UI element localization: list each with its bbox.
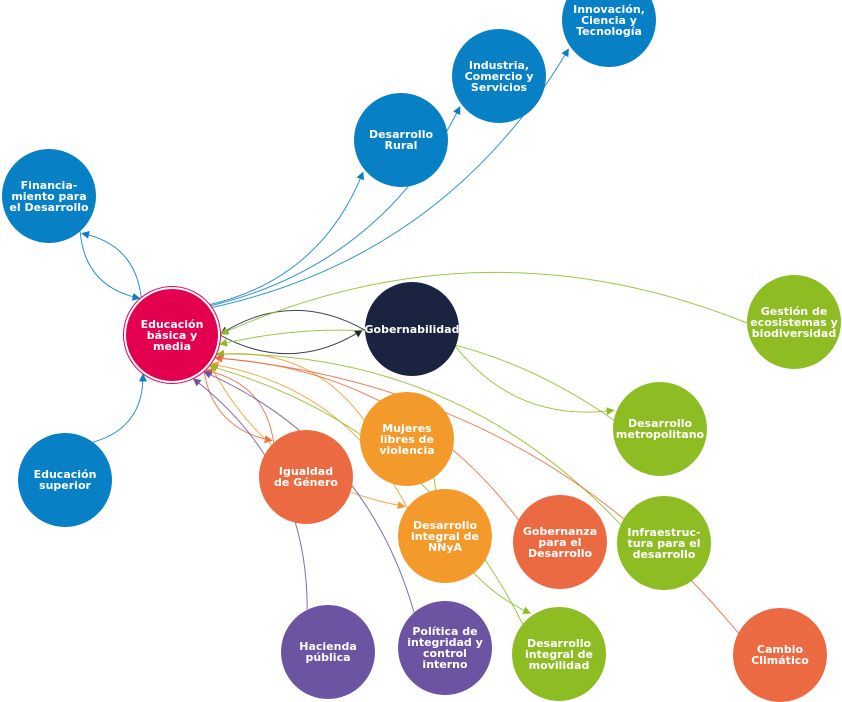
node-desarrollo-integral-de-movilidad[interactable]: Desarrollo integral de movilidad: [512, 607, 606, 701]
edge-educacion-to-rural: [206, 171, 365, 306]
node-label: Gobernabilidad: [364, 322, 460, 336]
edge-igualdad-to-educacion: [204, 368, 275, 443]
node-label: Desarrollo integral de movilidad: [525, 636, 593, 672]
edge-financiamiento-to-educacion: [79, 231, 141, 301]
node-desarrollo-metropolitano[interactable]: Desarrollo metropolitano: [613, 382, 707, 476]
node-desarrollo-rural[interactable]: Desarrollo Rural: [354, 93, 448, 187]
node-label: Política de integridad y control interno: [407, 625, 483, 671]
node-cambio-climatico[interactable]: Cambio Climático: [733, 608, 827, 702]
node-infraestructura-para-el-desarrollo[interactable]: Infraestruc- tura para el desarrollo: [617, 496, 711, 590]
edge-educacion-to-igualdad: [203, 368, 273, 444]
node-gobernanza-para-el-desarrollo[interactable]: Gobernanza para el Desarrollo: [513, 495, 607, 589]
node-educacion-superior[interactable]: Educación superior: [18, 433, 112, 527]
edge-movilidad-to-educacion: [208, 364, 524, 625]
node-label: Educación superior: [33, 468, 97, 492]
node-label: Industria, Comercio y Servicios: [464, 58, 534, 94]
node-label: Educación básica y media: [140, 317, 204, 353]
edge-educacion-to-gobernabilidad: [217, 329, 363, 355]
node-innovacion-ciencia-tecnologia[interactable]: Innovación, Ciencia y Tecnología: [562, 0, 656, 67]
node-label: Gobernanza para el Desarrollo: [522, 524, 598, 560]
edge-ecosistemas-to-educacion: [220, 271, 748, 335]
node-desarrollo-integral-nnya[interactable]: Desarrollo integral de NNyA: [398, 489, 492, 583]
edge-infraestructura-to-educacion: [216, 350, 622, 526]
node-label: Innovación, Ciencia y Tecnología: [573, 2, 645, 38]
node-label: Desarrollo metropolitano: [615, 417, 705, 441]
node-label: Desarrollo integral de NNyA: [411, 518, 479, 554]
node-label: Igualdad de Género: [274, 465, 338, 489]
node-financiamiento-para-el-desarrollo[interactable]: Financia- miento para el Desarrollo: [2, 149, 96, 243]
node-label: Desarrollo Rural: [368, 128, 434, 152]
node-label: Gestión de ecosistemas y biodiversidad: [750, 304, 838, 340]
node-politica-de-integridad[interactable]: Política de integridad y control interno: [398, 601, 492, 695]
node-gestion-de-ecosistemas[interactable]: Gestión de ecosistemas y biodiversidad: [747, 275, 841, 369]
node-label: Infraestruc- tura para el desarrollo: [627, 525, 701, 561]
node-mujeres-libres-de-violencia[interactable]: Mujeres libres de violencia: [360, 392, 454, 486]
node-gobernabilidad[interactable]: Gobernabilidad: [365, 282, 459, 376]
edge-superior-to-educacion: [92, 373, 148, 443]
node-label: Cambio Climático: [751, 643, 809, 667]
edge-gobernabilidad-to-educacion: [220, 309, 366, 335]
node-label: Financia- miento para el Desarrollo: [9, 178, 89, 214]
node-igualdad-de-genero[interactable]: Igualdad de Género: [259, 430, 353, 524]
node-educacion-basica-y-media[interactable]: Educación básica y media: [126, 289, 218, 381]
node-hacienda-publica[interactable]: Hacienda pública: [281, 605, 375, 699]
edge-educacion-to-financiamiento: [81, 230, 142, 301]
node-label: Hacienda pública: [299, 640, 357, 664]
node-industria-comercio-servicios[interactable]: Industria, Comercio y Servicios: [452, 29, 546, 123]
edge-gobernabilidad-to-metropolitano: [455, 346, 615, 416]
node-label: Mujeres libres de violencia: [379, 421, 435, 457]
